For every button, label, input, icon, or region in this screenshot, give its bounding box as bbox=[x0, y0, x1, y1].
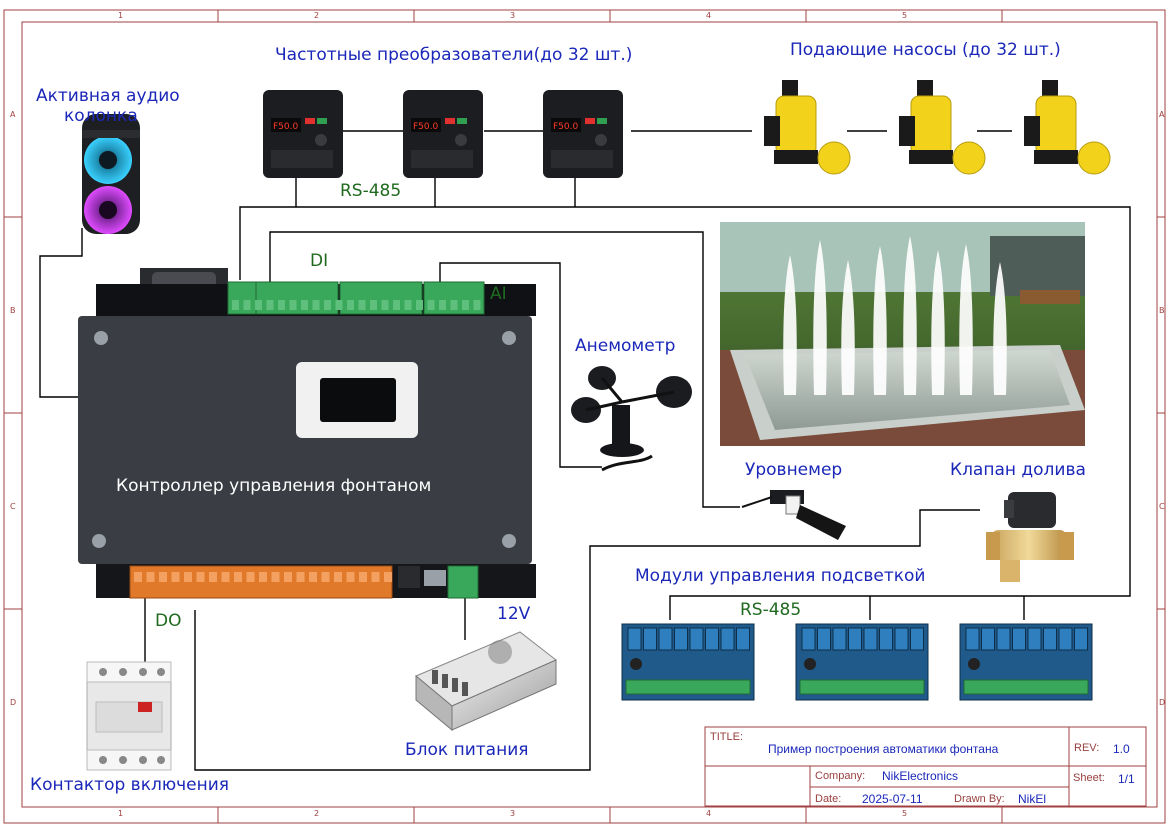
fountain-jet bbox=[931, 250, 945, 395]
drawn-by-key: Drawn By: bbox=[954, 793, 1005, 805]
wiring bbox=[39, 130, 1131, 771]
date-key: Date: bbox=[815, 793, 842, 805]
frame-row-c-left: C bbox=[10, 502, 16, 511]
frame-row-a-left: A bbox=[10, 110, 16, 119]
vfd-label: Частотные преобразователи(до 32 шт.) bbox=[275, 45, 633, 65]
level-sensor-label: Уровнемер bbox=[745, 460, 843, 480]
solenoid-valve bbox=[986, 492, 1074, 582]
fountain-jet bbox=[813, 240, 827, 395]
wire-do-valve bbox=[194, 509, 980, 771]
rev-key: REV: bbox=[1074, 742, 1100, 754]
drawn-by-value: NikEl bbox=[1018, 792, 1047, 806]
date-value: 2025-07-11 bbox=[862, 792, 923, 806]
pump-2 bbox=[899, 80, 986, 175]
frame-row-d-right: D bbox=[1159, 698, 1166, 707]
contactor bbox=[86, 661, 172, 771]
di-label: DI bbox=[310, 251, 329, 271]
fountain-jet bbox=[783, 255, 797, 395]
frame-row-d-left: D bbox=[10, 698, 17, 707]
vfd-display-text: F50.0 bbox=[553, 122, 578, 132]
contactor-label: Контактор включения bbox=[30, 775, 230, 795]
frame-col-3-bottom: 3 bbox=[510, 809, 516, 818]
light-module-3 bbox=[959, 623, 1093, 701]
vfd-display-text: F50.0 bbox=[273, 122, 298, 132]
ai-label: AI bbox=[490, 284, 507, 304]
frame-col-2-bottom: 2 bbox=[314, 809, 320, 818]
wire-rs485-bus bbox=[239, 206, 1131, 620]
frame-row-a-right: A bbox=[1159, 110, 1165, 119]
frame-col-5-bottom: 5 bbox=[902, 809, 908, 818]
drawing-frame bbox=[3, 9, 1166, 824]
frame-col-5-top: 5 bbox=[902, 11, 908, 20]
fountain-jet bbox=[993, 262, 1007, 395]
fountain-jet bbox=[873, 246, 887, 395]
frame-col-4-bottom: 4 bbox=[706, 809, 712, 818]
audio-speaker-label-line2: колонка bbox=[64, 106, 138, 126]
sheet-key: Sheet: bbox=[1073, 772, 1105, 784]
frame-col-1-bottom: 1 bbox=[118, 809, 124, 818]
light-module-group bbox=[621, 623, 1093, 701]
lighting-modules-label: Модули управления подсветкой bbox=[635, 566, 926, 586]
fountain-jet bbox=[903, 236, 917, 395]
vfd-3: F50.0 bbox=[543, 90, 623, 178]
frame-row-c-right: C bbox=[1159, 502, 1165, 511]
company-value: NikElectronics bbox=[882, 769, 959, 783]
valve-label: Клапан долива bbox=[950, 460, 1086, 480]
title-key: TITLE: bbox=[710, 731, 744, 743]
pump-1 bbox=[764, 80, 851, 175]
pump-3 bbox=[1024, 80, 1111, 175]
light-module-1 bbox=[621, 623, 755, 701]
fountain-jet bbox=[959, 244, 973, 395]
power-supply-label: Блок питания bbox=[405, 740, 529, 760]
frame-col-2-top: 2 bbox=[314, 11, 320, 20]
title-block bbox=[704, 726, 1147, 807]
pumps-label: Подающие насосы (до 32 шт.) bbox=[790, 40, 1061, 60]
wire-audio bbox=[39, 228, 83, 398]
frame-row-b-right: B bbox=[1159, 306, 1165, 315]
do-label: DO bbox=[155, 611, 182, 631]
anemometer bbox=[571, 366, 692, 472]
sheet-value: 1/1 bbox=[1118, 772, 1135, 786]
level-sensor bbox=[741, 490, 846, 540]
frame-col-3-top: 3 bbox=[510, 11, 516, 20]
controller-label: Контроллер управления фонтаном bbox=[116, 476, 432, 496]
drawing-title: Пример построения автоматики фонтана bbox=[768, 742, 999, 756]
power-supply bbox=[415, 631, 557, 732]
12v-label: 12V bbox=[497, 604, 531, 624]
anemometer-label: Анемометр bbox=[575, 336, 676, 356]
fountain-jet bbox=[841, 260, 855, 395]
fountain-photo bbox=[720, 222, 1085, 446]
rs485-bottom-label: RS-485 bbox=[740, 600, 802, 620]
wire-di-level bbox=[269, 231, 740, 508]
vfd-display-text: F50.0 bbox=[413, 122, 438, 132]
vfd-2: F50.0 bbox=[403, 90, 483, 178]
frame-col-1-top: 1 bbox=[118, 11, 124, 20]
pump-group bbox=[764, 80, 1111, 175]
wire-ai-anemometer bbox=[439, 262, 602, 468]
audio-speaker bbox=[82, 114, 140, 234]
vfd-1: F50.0 bbox=[263, 90, 343, 178]
company-key: Company: bbox=[815, 770, 866, 782]
fountain-controller bbox=[78, 268, 536, 599]
frame-col-4-top: 4 bbox=[706, 11, 712, 20]
vfd-group: F50.0 F50.0 F50.0 bbox=[263, 90, 623, 178]
light-module-2 bbox=[795, 623, 929, 701]
rs485-top-label: RS-485 bbox=[340, 181, 402, 201]
rev-value: 1.0 bbox=[1113, 742, 1130, 756]
frame-row-b-left: B bbox=[10, 306, 16, 315]
audio-speaker-label-line1: Активная аудио bbox=[36, 86, 180, 106]
